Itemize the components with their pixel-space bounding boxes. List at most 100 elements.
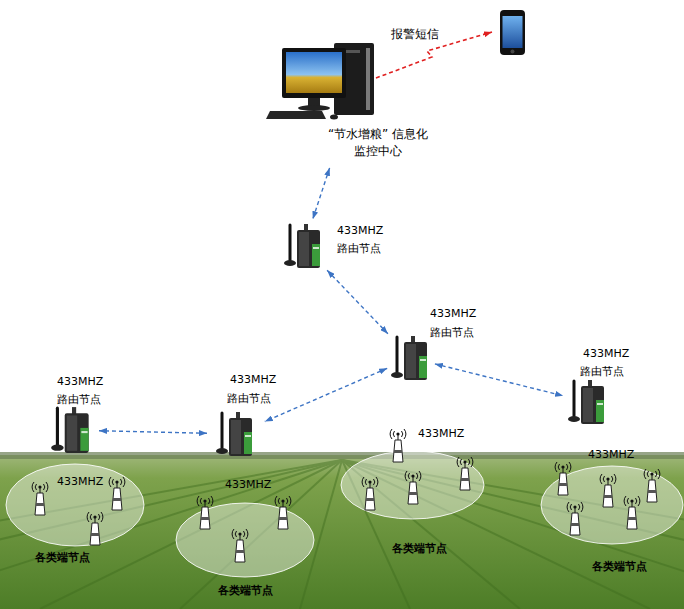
node-text: 路由节点 xyxy=(430,326,474,340)
node-text: 433MHZ xyxy=(225,478,271,492)
drawing-part xyxy=(575,508,576,513)
drawing-part xyxy=(608,480,609,485)
drawing-part xyxy=(624,496,640,529)
drawing-part xyxy=(36,503,44,506)
drawing-part xyxy=(35,493,45,515)
drawing-part xyxy=(298,105,330,111)
drawing-part xyxy=(647,480,657,502)
drawing-part xyxy=(176,503,314,577)
drawing-part xyxy=(0,460,342,609)
drawing-part xyxy=(304,224,308,231)
drawing-part xyxy=(394,450,402,453)
radio-link xyxy=(265,368,387,421)
drawing-part xyxy=(563,468,564,473)
drawing-part xyxy=(232,529,248,562)
drawing-part xyxy=(340,450,485,520)
node-text: 433MHZ xyxy=(57,475,103,489)
drawing-part xyxy=(312,244,320,266)
drawing-part xyxy=(286,52,342,93)
radio-link xyxy=(313,168,330,219)
drawing-part xyxy=(262,40,440,165)
drawing-part xyxy=(72,407,76,414)
drawing-part xyxy=(600,474,616,507)
router-node: 433MHZ路由节点 xyxy=(390,333,432,383)
drawing-part xyxy=(200,507,210,529)
drawing-part xyxy=(278,507,288,529)
drawing-part xyxy=(644,469,660,479)
horizon-trees xyxy=(0,452,684,459)
drawing-part xyxy=(80,428,88,451)
phone-icon xyxy=(500,10,525,55)
radio-link xyxy=(435,364,563,396)
node-text: 433MHZ xyxy=(418,427,464,441)
drawing-part xyxy=(6,464,144,546)
terminal-cluster: 433MHZ各类端节点 xyxy=(5,463,145,547)
drawing-part xyxy=(32,482,48,492)
drawing-part xyxy=(571,523,579,526)
node-text: “节水增粮” 信息化 监控中心 xyxy=(319,126,437,160)
drawing-part xyxy=(581,386,604,424)
drawing-part xyxy=(652,475,653,480)
drawing-part xyxy=(370,483,371,488)
drawing-part xyxy=(91,533,99,536)
drawing-part xyxy=(644,469,660,502)
drawing-part xyxy=(279,517,287,520)
drawing-part xyxy=(109,477,125,510)
drawing-part xyxy=(65,413,89,453)
drawing-part xyxy=(628,517,636,520)
drawing-part xyxy=(408,482,418,504)
drawing-part xyxy=(500,10,525,55)
drawing-part xyxy=(541,466,683,544)
drawing-part xyxy=(567,502,583,535)
drawing-part xyxy=(275,496,291,529)
node-text: 各类端节点 xyxy=(592,560,647,574)
node-text: 路由节点 xyxy=(57,393,101,407)
drawing-part xyxy=(555,462,571,495)
terminal-cluster: 433MHZ各类端节点 xyxy=(340,450,485,520)
drawing-part xyxy=(396,337,399,372)
drawing-part xyxy=(558,473,568,495)
drawing-part xyxy=(391,372,403,378)
drawing-part xyxy=(197,496,213,529)
drawing-part xyxy=(216,448,228,454)
router-node: 433MHZ路由节点 xyxy=(283,222,325,270)
drawing-part xyxy=(244,432,252,454)
drawing-part xyxy=(330,115,338,120)
drawing-part xyxy=(405,471,421,481)
drawing-part xyxy=(596,400,604,422)
drawing-part xyxy=(117,483,118,488)
drawing-part xyxy=(236,550,244,553)
drawing-part xyxy=(570,513,580,535)
drawing-part xyxy=(40,488,41,493)
drawing-part xyxy=(87,512,103,545)
drawing-part xyxy=(90,523,100,545)
drawing-part xyxy=(266,111,326,119)
drawing-part xyxy=(568,416,580,422)
drawing-part xyxy=(113,498,121,501)
drawing-part xyxy=(289,225,292,260)
drawing-part xyxy=(555,462,571,472)
terminal-cluster: 433MHZ各类端节点 xyxy=(540,465,684,545)
drawing-part xyxy=(457,457,473,467)
drawing-part xyxy=(240,535,241,540)
drawing-part xyxy=(201,517,209,520)
drawing-part xyxy=(95,518,96,523)
node-text: 433MHZ xyxy=(57,375,103,389)
drawing-part xyxy=(583,388,593,422)
node-text: 433MHZ xyxy=(230,373,276,387)
drawing-part xyxy=(236,412,240,419)
drawing-part xyxy=(0,460,342,609)
drawing-part xyxy=(503,16,523,48)
drawing-part xyxy=(299,232,309,266)
drawing-part xyxy=(297,230,320,268)
drawing-part xyxy=(411,336,415,343)
drawing-part xyxy=(308,98,320,106)
drawing-part xyxy=(275,496,291,506)
drawing-part xyxy=(313,247,319,249)
drawing-part xyxy=(362,477,378,510)
drawing-part xyxy=(457,457,473,490)
node-text: 路由节点 xyxy=(337,242,381,256)
drawing-part xyxy=(0,460,342,609)
router-node: 433MHZ路由节点 xyxy=(566,378,610,426)
